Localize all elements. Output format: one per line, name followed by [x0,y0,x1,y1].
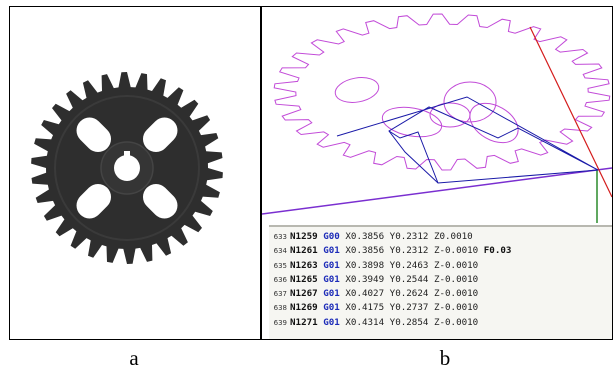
toolpath-segment [388,130,439,184]
y-word: Y0.2737 [389,302,429,314]
n-word: N1271 [290,316,318,328]
line-number: 636 [273,275,287,284]
n-word: N1269 [290,302,318,314]
n-word: N1259 [290,231,318,242]
line-number: 638 [273,304,287,313]
z-word: Z-0.0010 [433,245,479,257]
x-word: X0.3898 [345,259,385,271]
z-word: Z0.0010 [433,231,473,242]
gear-slot [76,117,112,153]
z-word: Z-0.0010 [433,288,479,300]
figure-frame [9,6,613,340]
y-word: Y0.2463 [389,259,429,271]
y-word: Y0.2544 [389,273,429,285]
x-word: X0.4314 [345,316,385,328]
g-word: G01 [323,245,340,257]
gear-image [31,72,223,264]
gear-slot [142,117,178,153]
y-word: Y0.2312 [389,231,429,242]
x-word: X0.4175 [345,302,385,314]
g-word: G00 [323,231,340,242]
gear-slot-outline [469,102,519,144]
caption-b: b [439,346,451,370]
gear-slot-outline [443,81,497,123]
caption-a: a [129,346,139,370]
f-word: F0.03 [483,245,512,257]
gear-bore [114,155,140,181]
x-word: X0.4027 [345,288,385,300]
gear-slot-outlines [334,77,519,144]
x-word: X0.3856 [345,245,385,257]
n-word: N1263 [290,259,318,271]
gear-hub-outline [429,102,471,128]
g-word: G01 [323,273,340,285]
line-number: 633 [273,233,287,241]
y-axis-line [529,26,612,198]
n-word: N1261 [290,245,318,257]
line-number: 639 [273,318,287,327]
gear-slot-outline [381,106,443,138]
gear-shape [31,72,223,264]
toolpath-polyline [336,96,599,184]
y-word: Y0.2624 [389,288,429,300]
line-number: 634 [273,247,287,256]
line-number: 637 [273,290,287,299]
g-word: G01 [323,288,340,300]
g-word: G01 [323,316,340,328]
toolpath-svg [262,13,612,223]
gear-slot [142,183,178,219]
gear-profile-outline [273,13,611,171]
x-word: X0.3949 [345,273,385,285]
panel-divider [260,6,262,340]
z-word: Z-0.0010 [433,273,479,285]
n-word: N1265 [290,273,318,285]
n-word: N1267 [290,288,318,300]
toolpath-viewport[interactable] [262,7,612,223]
y-word: Y0.2312 [389,245,429,257]
gear-rim [54,95,200,241]
g-word: G01 [323,259,340,271]
y-word: Y0.2854 [389,316,429,328]
z-word: Z-0.0010 [433,259,479,271]
gear-keyway [124,151,130,157]
z-word: Z-0.0010 [433,316,479,328]
z-word: Z-0.0010 [433,302,479,314]
gear-slot [76,183,112,219]
line-number: 635 [273,261,287,270]
g-word: G01 [323,302,340,314]
x-axis-line [262,167,612,215]
x-word: X0.3856 [345,231,385,242]
gear-slot-outline [334,77,380,103]
